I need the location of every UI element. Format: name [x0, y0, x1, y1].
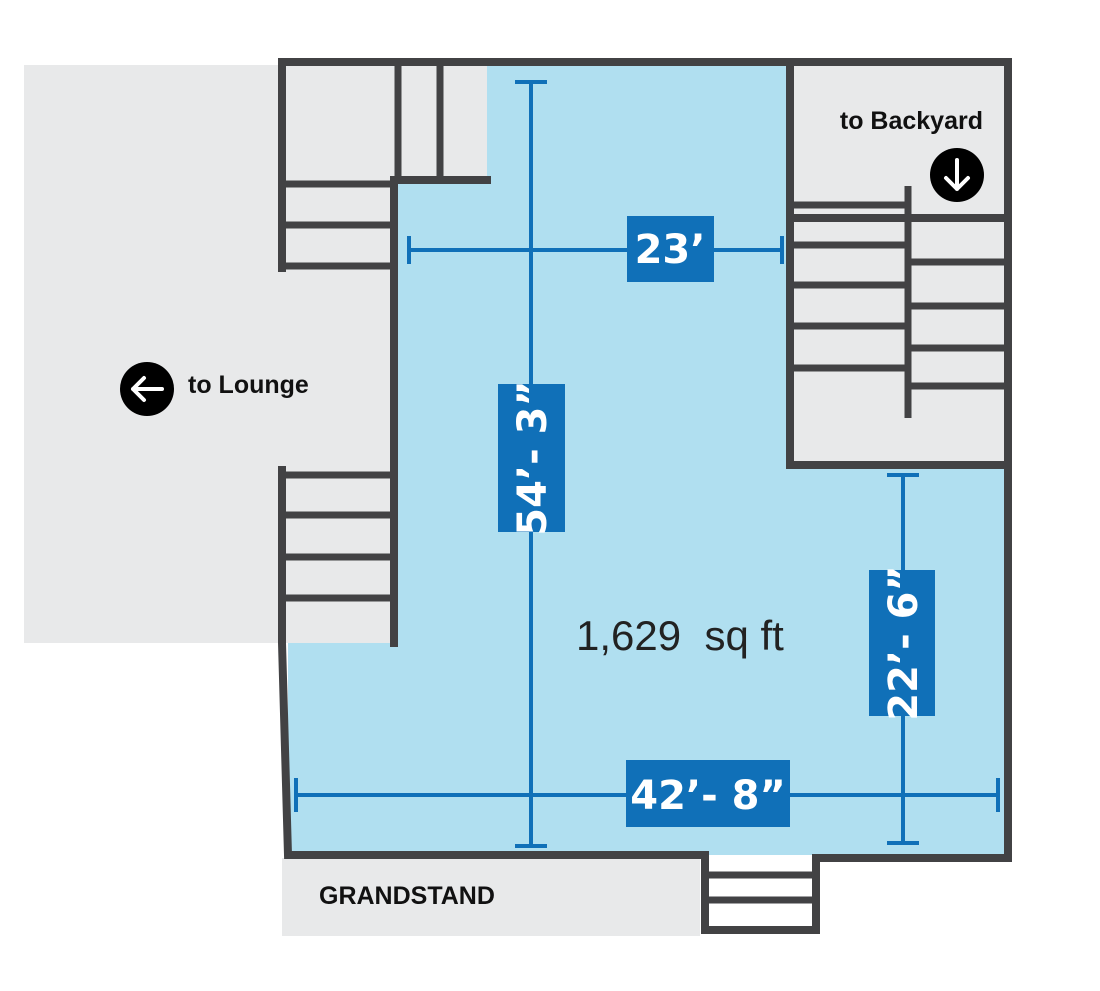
stairs-left-lower	[282, 471, 394, 602]
dimension-top-width-label: 23’	[635, 227, 706, 273]
dimension-left-height-label: 54’- 3”	[510, 380, 556, 536]
area-label: 1,629 sq ft	[576, 612, 784, 659]
arrow-down-icon	[930, 148, 984, 202]
stairs-bottom	[705, 871, 816, 904]
backyard-exit: to Backyard	[840, 107, 984, 202]
wall-left-outer	[278, 58, 1012, 934]
stairs-backyard	[794, 186, 1008, 418]
dimension-bottom-width: 42’- 8”	[294, 760, 1000, 827]
stairs-upper-left	[282, 62, 444, 270]
lounge-exit: to Lounge	[120, 362, 309, 416]
wall-backyard	[786, 64, 1012, 469]
dimension-bottom-width-label: 42’- 8”	[630, 773, 786, 819]
dimension-right-height: 22’- 6”	[869, 473, 935, 845]
dimension-right-height-label: 22’- 6”	[881, 565, 927, 721]
dimension-left-height: 54’- 3”	[498, 80, 565, 848]
upper-left-stair-area	[282, 62, 487, 180]
dimension-top-width: 23’	[407, 216, 784, 282]
grandstand-label: GRANDSTAND	[319, 882, 495, 910]
arrow-left-icon	[120, 362, 174, 416]
main-room	[288, 62, 1008, 858]
grandstand-area	[282, 858, 700, 936]
wall-left-inner	[390, 176, 491, 647]
lounge-label: to Lounge	[188, 371, 309, 399]
backyard-label: to Backyard	[840, 107, 983, 135]
